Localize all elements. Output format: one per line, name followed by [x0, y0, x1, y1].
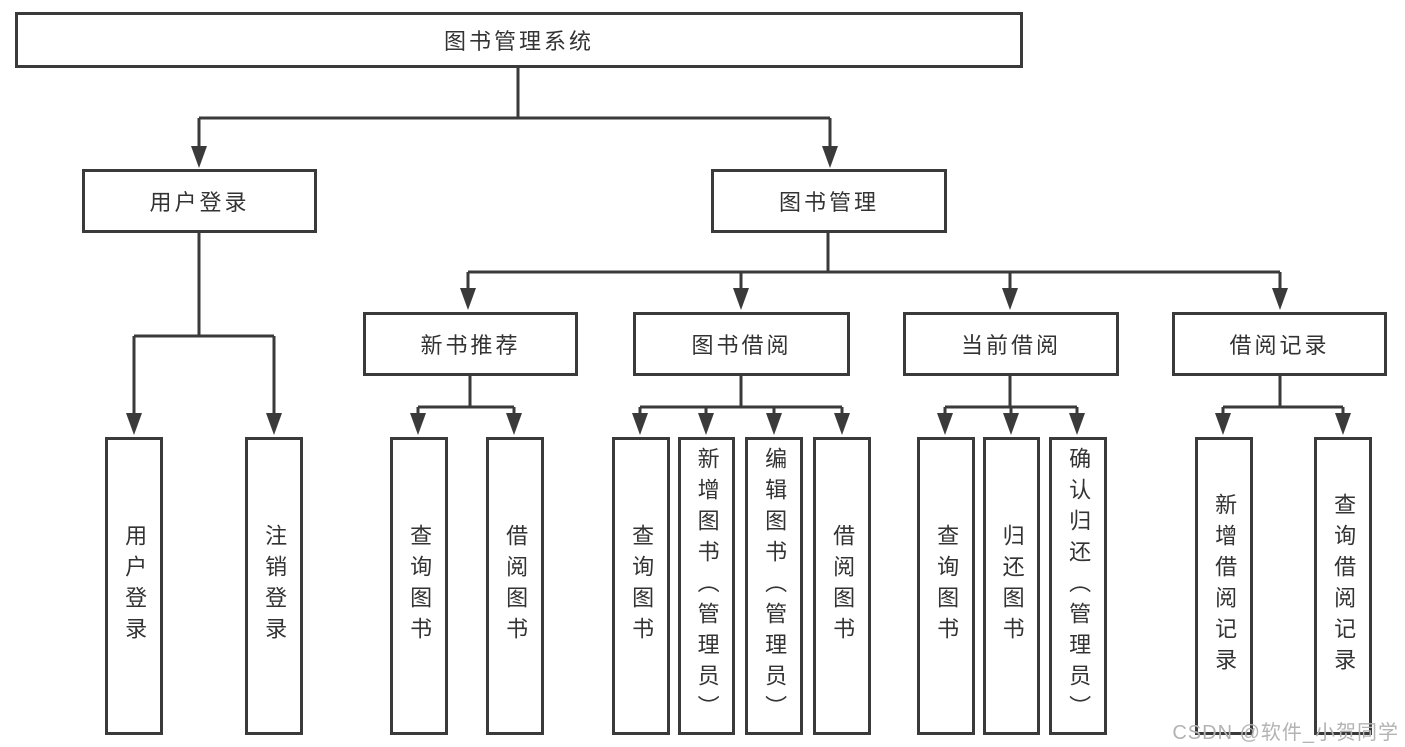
node-user-login-label: 用户登录 — [149, 190, 250, 215]
leaf-add-book-admin-label: 新增图书（管理员） — [694, 446, 720, 726]
leaf-borrow-books-borrow: 借阅图书 — [813, 437, 871, 735]
node-user-login: 用户登录 — [82, 169, 317, 233]
leaf-query-borrow-record: 查询借阅记录 — [1314, 437, 1372, 735]
node-new-book-recommend-label: 新书推荐 — [420, 333, 521, 358]
node-new-book-recommend: 新书推荐 — [363, 312, 578, 376]
leaf-return-book-label: 归还图书 — [999, 524, 1025, 648]
leaf-add-book-admin: 新增图书（管理员） — [678, 437, 735, 735]
leaf-logout-label: 注销登录 — [262, 524, 288, 648]
leaf-query-books-borrow-label: 查询图书 — [629, 524, 655, 648]
leaf-query-borrow-record-label: 查询借阅记录 — [1331, 493, 1357, 679]
node-book-borrow: 图书借阅 — [633, 312, 850, 376]
leaf-add-borrow-record: 新增借阅记录 — [1195, 437, 1253, 735]
leaf-confirm-return-admin: 确认归还（管理员） — [1049, 437, 1107, 735]
node-book-management: 图书管理 — [711, 169, 947, 233]
node-root: 图书管理系统 — [15, 12, 1023, 68]
leaf-add-borrow-record-label: 新增借阅记录 — [1212, 493, 1238, 679]
node-root-label: 图书管理系统 — [443, 29, 594, 54]
leaf-query-books-borrow: 查询图书 — [612, 437, 670, 735]
leaf-user-login: 用户登录 — [105, 437, 163, 735]
leaf-edit-book-admin-label: 编辑图书（管理员） — [762, 446, 788, 726]
leaf-logout: 注销登录 — [245, 437, 303, 735]
leaf-borrow-books-borrow-label: 借阅图书 — [830, 524, 856, 648]
node-current-borrow: 当前借阅 — [903, 312, 1119, 376]
leaf-user-login-label: 用户登录 — [122, 524, 148, 648]
node-book-management-label: 图书管理 — [778, 190, 879, 215]
leaf-confirm-return-admin-label: 确认归还（管理员） — [1066, 446, 1092, 726]
leaf-query-books-current: 查询图书 — [917, 437, 975, 735]
node-current-borrow-label: 当前借阅 — [960, 333, 1061, 358]
leaf-query-books-recommend: 查询图书 — [390, 437, 448, 735]
node-borrow-records-label: 借阅记录 — [1229, 333, 1330, 358]
watermark: CSDN @软件_小贺同学 — [1172, 722, 1399, 744]
leaf-query-books-recommend-label: 查询图书 — [407, 524, 433, 648]
node-borrow-records: 借阅记录 — [1172, 312, 1387, 376]
leaf-edit-book-admin: 编辑图书（管理员） — [745, 437, 803, 735]
leaf-return-book: 归还图书 — [983, 437, 1040, 735]
leaf-query-books-current-label: 查询图书 — [934, 524, 960, 648]
leaf-borrow-books-recommend-label: 借阅图书 — [503, 524, 529, 648]
node-book-borrow-label: 图书借阅 — [691, 333, 792, 358]
leaf-borrow-books-recommend: 借阅图书 — [486, 437, 544, 735]
